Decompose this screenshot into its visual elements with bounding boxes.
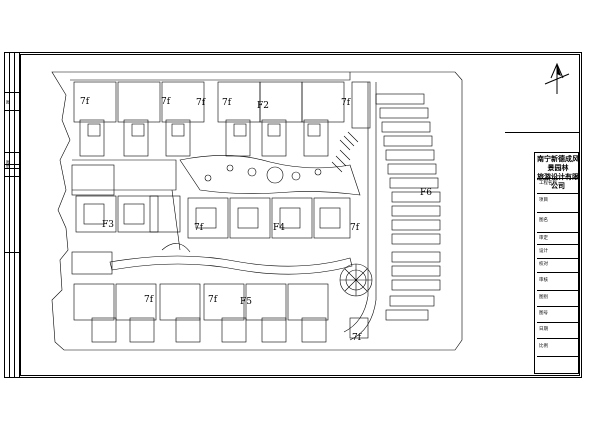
title-block-row-line: [537, 193, 579, 194]
central-garden: [179, 155, 361, 196]
strip-tick: [4, 176, 20, 177]
strip-tick: [4, 92, 20, 93]
north-arrow-divider: [505, 132, 579, 133]
strip-tick: [4, 152, 20, 153]
title-block-row-line: [537, 306, 579, 307]
strip-tick: [4, 164, 20, 165]
building-label: 7f: [144, 295, 154, 305]
south-building-row: [73, 283, 329, 343]
title-block-row-line: [537, 232, 579, 233]
building-label: 7f: [196, 98, 206, 108]
building-label: 7f: [222, 98, 232, 108]
north-arrow-icon: [544, 62, 570, 94]
title-block-row-line: [537, 322, 579, 323]
curved-road: [109, 255, 353, 275]
building-label: 7f: [341, 98, 351, 108]
building-label: F5: [240, 297, 252, 307]
title-block-row-line: [537, 212, 579, 213]
title-block-label: 审核: [539, 278, 548, 283]
strip-divider: [9, 52, 10, 378]
building-label: 7f: [80, 97, 90, 107]
strip-label: 图: [6, 100, 11, 104]
strip-divider: [14, 52, 15, 378]
title-block-row-line: [537, 258, 579, 259]
title-block-row-line: [537, 272, 579, 273]
company-name: 南宁新德成风景园林 旅游设计有限公司: [537, 155, 579, 190]
title-block-row-line: [537, 356, 579, 357]
title-block-label: 审定: [539, 236, 548, 241]
left-binding-strip: [4, 52, 20, 378]
title-block-label: 图号: [539, 311, 548, 316]
title-block-label: 校对: [539, 262, 548, 267]
building-label: F2: [257, 101, 269, 111]
building-label: 7f: [161, 97, 171, 107]
title-block-label: 工程名称: [539, 181, 557, 186]
roundabout: [339, 263, 373, 297]
title-block-label: 日期: [539, 327, 548, 332]
building-label: 7f: [352, 333, 362, 343]
title-block-row-line: [537, 338, 579, 339]
title-block-row-line: [537, 178, 579, 179]
site-boundary: [51, 71, 463, 351]
building-label: F6: [420, 188, 432, 198]
strip-tick: [4, 110, 20, 111]
title-block-row-line: [537, 290, 579, 291]
strip-tick: [4, 168, 20, 169]
title-block-label: 图名: [539, 218, 548, 223]
title-block: [534, 152, 579, 374]
parking-strips: [331, 131, 359, 173]
title-block-label: 图别: [539, 295, 548, 300]
title-block-label: 项目: [539, 198, 548, 203]
east-building-column: [343, 81, 441, 341]
building-label: 7f: [194, 223, 204, 233]
title-block-label: 比例: [539, 344, 548, 349]
title-block-label: 设计: [539, 249, 548, 254]
title-block-row-line: [537, 244, 579, 245]
building-label: 7f: [350, 223, 360, 233]
north-building-row: [73, 81, 345, 157]
middle-building-row: [187, 197, 351, 239]
drawing-frame-inner: [20, 54, 580, 376]
west-buildings: [71, 164, 181, 275]
building-label: 7f: [208, 295, 218, 305]
strip-tick: [4, 252, 20, 253]
building-label: F4: [273, 223, 285, 233]
building-label: F3: [102, 220, 114, 230]
drawing-frame-outer: [4, 52, 582, 378]
strip-label: 图纸: [6, 160, 11, 168]
